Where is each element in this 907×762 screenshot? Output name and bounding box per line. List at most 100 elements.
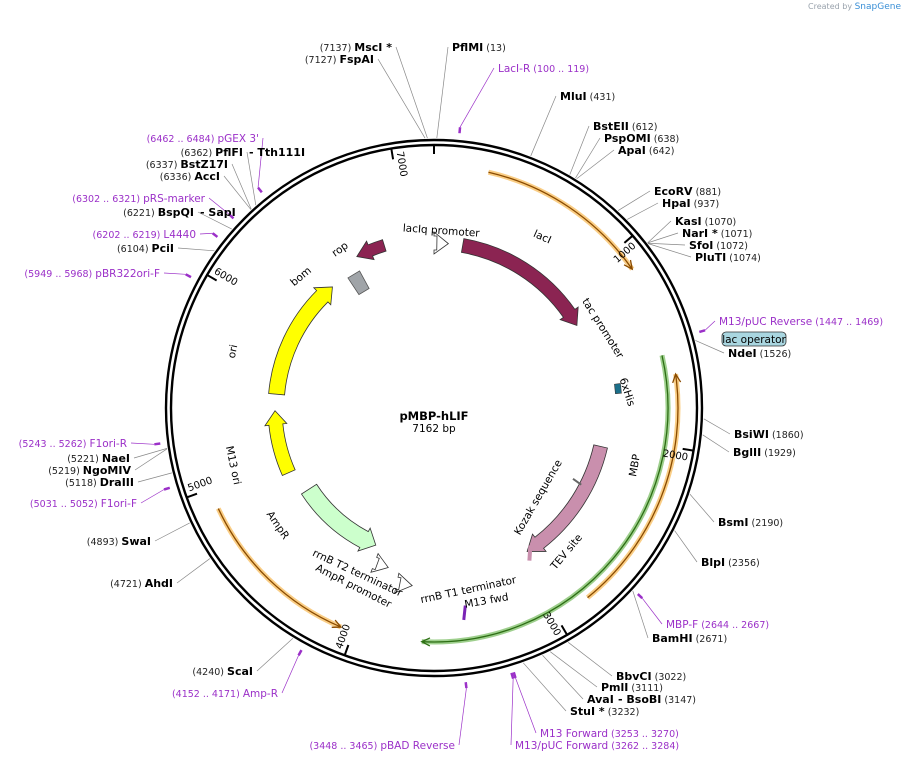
enzyme-leader <box>530 95 557 157</box>
enzyme-name: ApaI <box>618 144 646 157</box>
primer-label[interactable]: LacI-R (100 .. 119) <box>498 63 589 75</box>
enzyme-label[interactable]: StuI * (3232) <box>570 705 639 718</box>
primer-label[interactable]: MBP-F (2644 .. 2667) <box>666 619 769 631</box>
enzyme-position: (6362) <box>181 148 216 159</box>
enzyme-label[interactable]: (6221) BspQI <box>123 206 194 219</box>
enzyme-label[interactable]: (6104) PciI <box>117 242 174 255</box>
enzyme-label[interactable]: BstEII (612) <box>593 120 657 133</box>
primer-label[interactable]: (6202 .. 6219) L4440 <box>93 229 196 241</box>
enzyme-label[interactable]: (6337) BstZ17I <box>146 158 228 171</box>
rrnb-t1-terminator-arrow <box>394 572 413 594</box>
enzyme-label[interactable]: (5221) NaeI <box>67 452 130 465</box>
plasmid-name: pMBP-hLIF <box>399 409 468 423</box>
enzyme-label[interactable]: PflMI (13) <box>452 41 506 54</box>
enzyme-label[interactable]: MluI (431) <box>560 90 615 103</box>
enzyme-label[interactable]: (5118) DraIII <box>65 476 134 489</box>
ampr-arrow <box>300 483 377 552</box>
enzyme-label[interactable]: AvaI <box>587 693 614 706</box>
laciq-promoter-label: lacIq promoter <box>402 222 480 239</box>
enzyme-label[interactable]: (7127) FspAI <box>305 53 374 66</box>
enzyme-label[interactable]: PmlI (3111) <box>601 681 663 694</box>
primer-name: MBP-F <box>666 619 698 631</box>
enzyme-name: ScaI <box>227 665 253 678</box>
enzyme-leader <box>133 448 168 459</box>
enzyme-leader <box>542 654 584 700</box>
primer-name: M13/pUC Forward <box>515 740 608 752</box>
enzyme-position: (638) <box>651 134 680 145</box>
tick-label: 5000 <box>186 475 214 494</box>
enzyme-label[interactable]: BamHI (2671) <box>652 632 727 645</box>
primer-leader <box>163 272 186 275</box>
tick-mark <box>390 148 395 160</box>
enzyme-label[interactable]: PluTI (1074) <box>695 251 761 264</box>
primer-label[interactable]: (3448 .. 3465) pBAD Reverse <box>309 740 455 752</box>
primer-position: (3262 .. 3284) <box>608 741 679 752</box>
primer-mark <box>510 672 515 680</box>
primer-leader <box>459 67 495 128</box>
enzyme-label[interactable]: BglII (1929) <box>733 446 796 459</box>
enzyme-label[interactable]: HpaI (937) <box>662 197 719 210</box>
enzyme-label[interactable]: (7137) MscI * <box>320 41 393 54</box>
enzyme-name: - SapI <box>200 206 236 219</box>
enzyme-leader <box>647 220 672 244</box>
mbp-label: MBP <box>627 453 643 477</box>
lac-operator-pill[interactable] <box>721 331 787 347</box>
enzyme-label[interactable]: NdeI (1526) <box>728 347 791 360</box>
primer-label[interactable]: (5031 .. 5052) F1ori-F <box>30 498 137 510</box>
enzyme-label[interactable]: ApaI (642) <box>618 144 674 157</box>
laci-arrow <box>460 238 579 327</box>
enzyme-leader <box>377 58 426 139</box>
enzyme-position: (937) <box>691 199 720 210</box>
enzyme-label[interactable]: (5219) NgoMIV <box>48 464 131 477</box>
enzyme-label[interactable]: BsiWI (1860) <box>734 428 804 441</box>
enzyme-label[interactable]: BlpI (2356) <box>701 556 760 569</box>
primer-name: F1ori-F <box>101 498 137 510</box>
enzyme-label[interactable]: - Tth111I <box>249 146 305 159</box>
enzyme-position: (5118) <box>65 478 100 489</box>
primer-label[interactable]: (6302 .. 6321) pRS-marker <box>72 193 205 205</box>
bom-box <box>347 270 370 296</box>
primer-position: (5243 .. 5262) <box>19 439 90 450</box>
primer-name: L4440 <box>163 229 196 241</box>
primer-label[interactable]: M13/pUC Forward (3262 .. 3284) <box>515 740 679 752</box>
enzyme-position: (6104) <box>117 244 152 255</box>
snapgene-credit: Created by SnapGene <box>808 2 901 12</box>
enzyme-label[interactable]: EcoRV (881) <box>654 185 721 198</box>
enzyme-name: NgoMIV <box>83 464 132 477</box>
enzyme-position: (7127) <box>305 55 340 66</box>
enzyme-label[interactable]: PspOMI (638) <box>604 132 679 145</box>
enzyme-name: DraIII <box>100 476 134 489</box>
enzyme-label[interactable]: SfoI (1072) <box>689 239 748 252</box>
mbp-orf-band-outer-halo <box>585 373 681 600</box>
enzyme-position: (1070) <box>702 217 737 228</box>
enzyme-label[interactable]: BsmI (2190) <box>718 516 783 529</box>
enzyme-leader <box>246 151 257 206</box>
mbp-orf-band-outer-arrowhead <box>672 372 682 384</box>
enzyme-label[interactable]: (6362) PflFI <box>181 146 243 159</box>
primer-label[interactable]: (5949 .. 5968) pBR322ori-F <box>24 268 160 280</box>
primer-leader <box>515 677 537 734</box>
enzyme-position: (3022) <box>652 672 687 683</box>
mbp-orf-band-outer <box>587 373 679 599</box>
enzyme-label[interactable]: NarI * (1071) <box>682 227 752 240</box>
enzyme-label[interactable]: (4893) SwaI <box>87 535 151 548</box>
enzyme-label[interactable]: KasI (1070) <box>675 215 736 228</box>
primer-label[interactable]: M13/pUC Reverse (1447 .. 1469) <box>719 316 883 328</box>
primer-mark <box>512 671 517 679</box>
enzyme-leader <box>703 418 731 435</box>
enzyme-label[interactable]: (4721) AhdI <box>110 577 173 590</box>
enzyme-label[interactable]: BbvCI (3022) <box>616 670 686 683</box>
enzyme-position: (6336) <box>160 172 195 183</box>
enzyme-label[interactable]: (6336) AccI <box>160 170 220 183</box>
enzyme-name: EcoRV <box>654 185 693 198</box>
primer-name: Amp-R <box>243 688 278 700</box>
primer-label[interactable]: M13 Forward (3253 .. 3270) <box>540 728 679 740</box>
enzyme-label[interactable]: - BsoBI (3147) <box>618 693 696 706</box>
primer-label[interactable]: (6462 .. 6484) pGEX 3' <box>147 133 259 145</box>
enzyme-label[interactable]: (4240) ScaI <box>192 665 253 678</box>
enzyme-label[interactable]: - SapI <box>200 206 236 219</box>
primer-label[interactable]: (4152 .. 4171) Amp-R <box>172 688 278 700</box>
primer-leader <box>281 655 299 694</box>
primer-label[interactable]: (5243 .. 5262) F1ori-R <box>19 438 127 450</box>
